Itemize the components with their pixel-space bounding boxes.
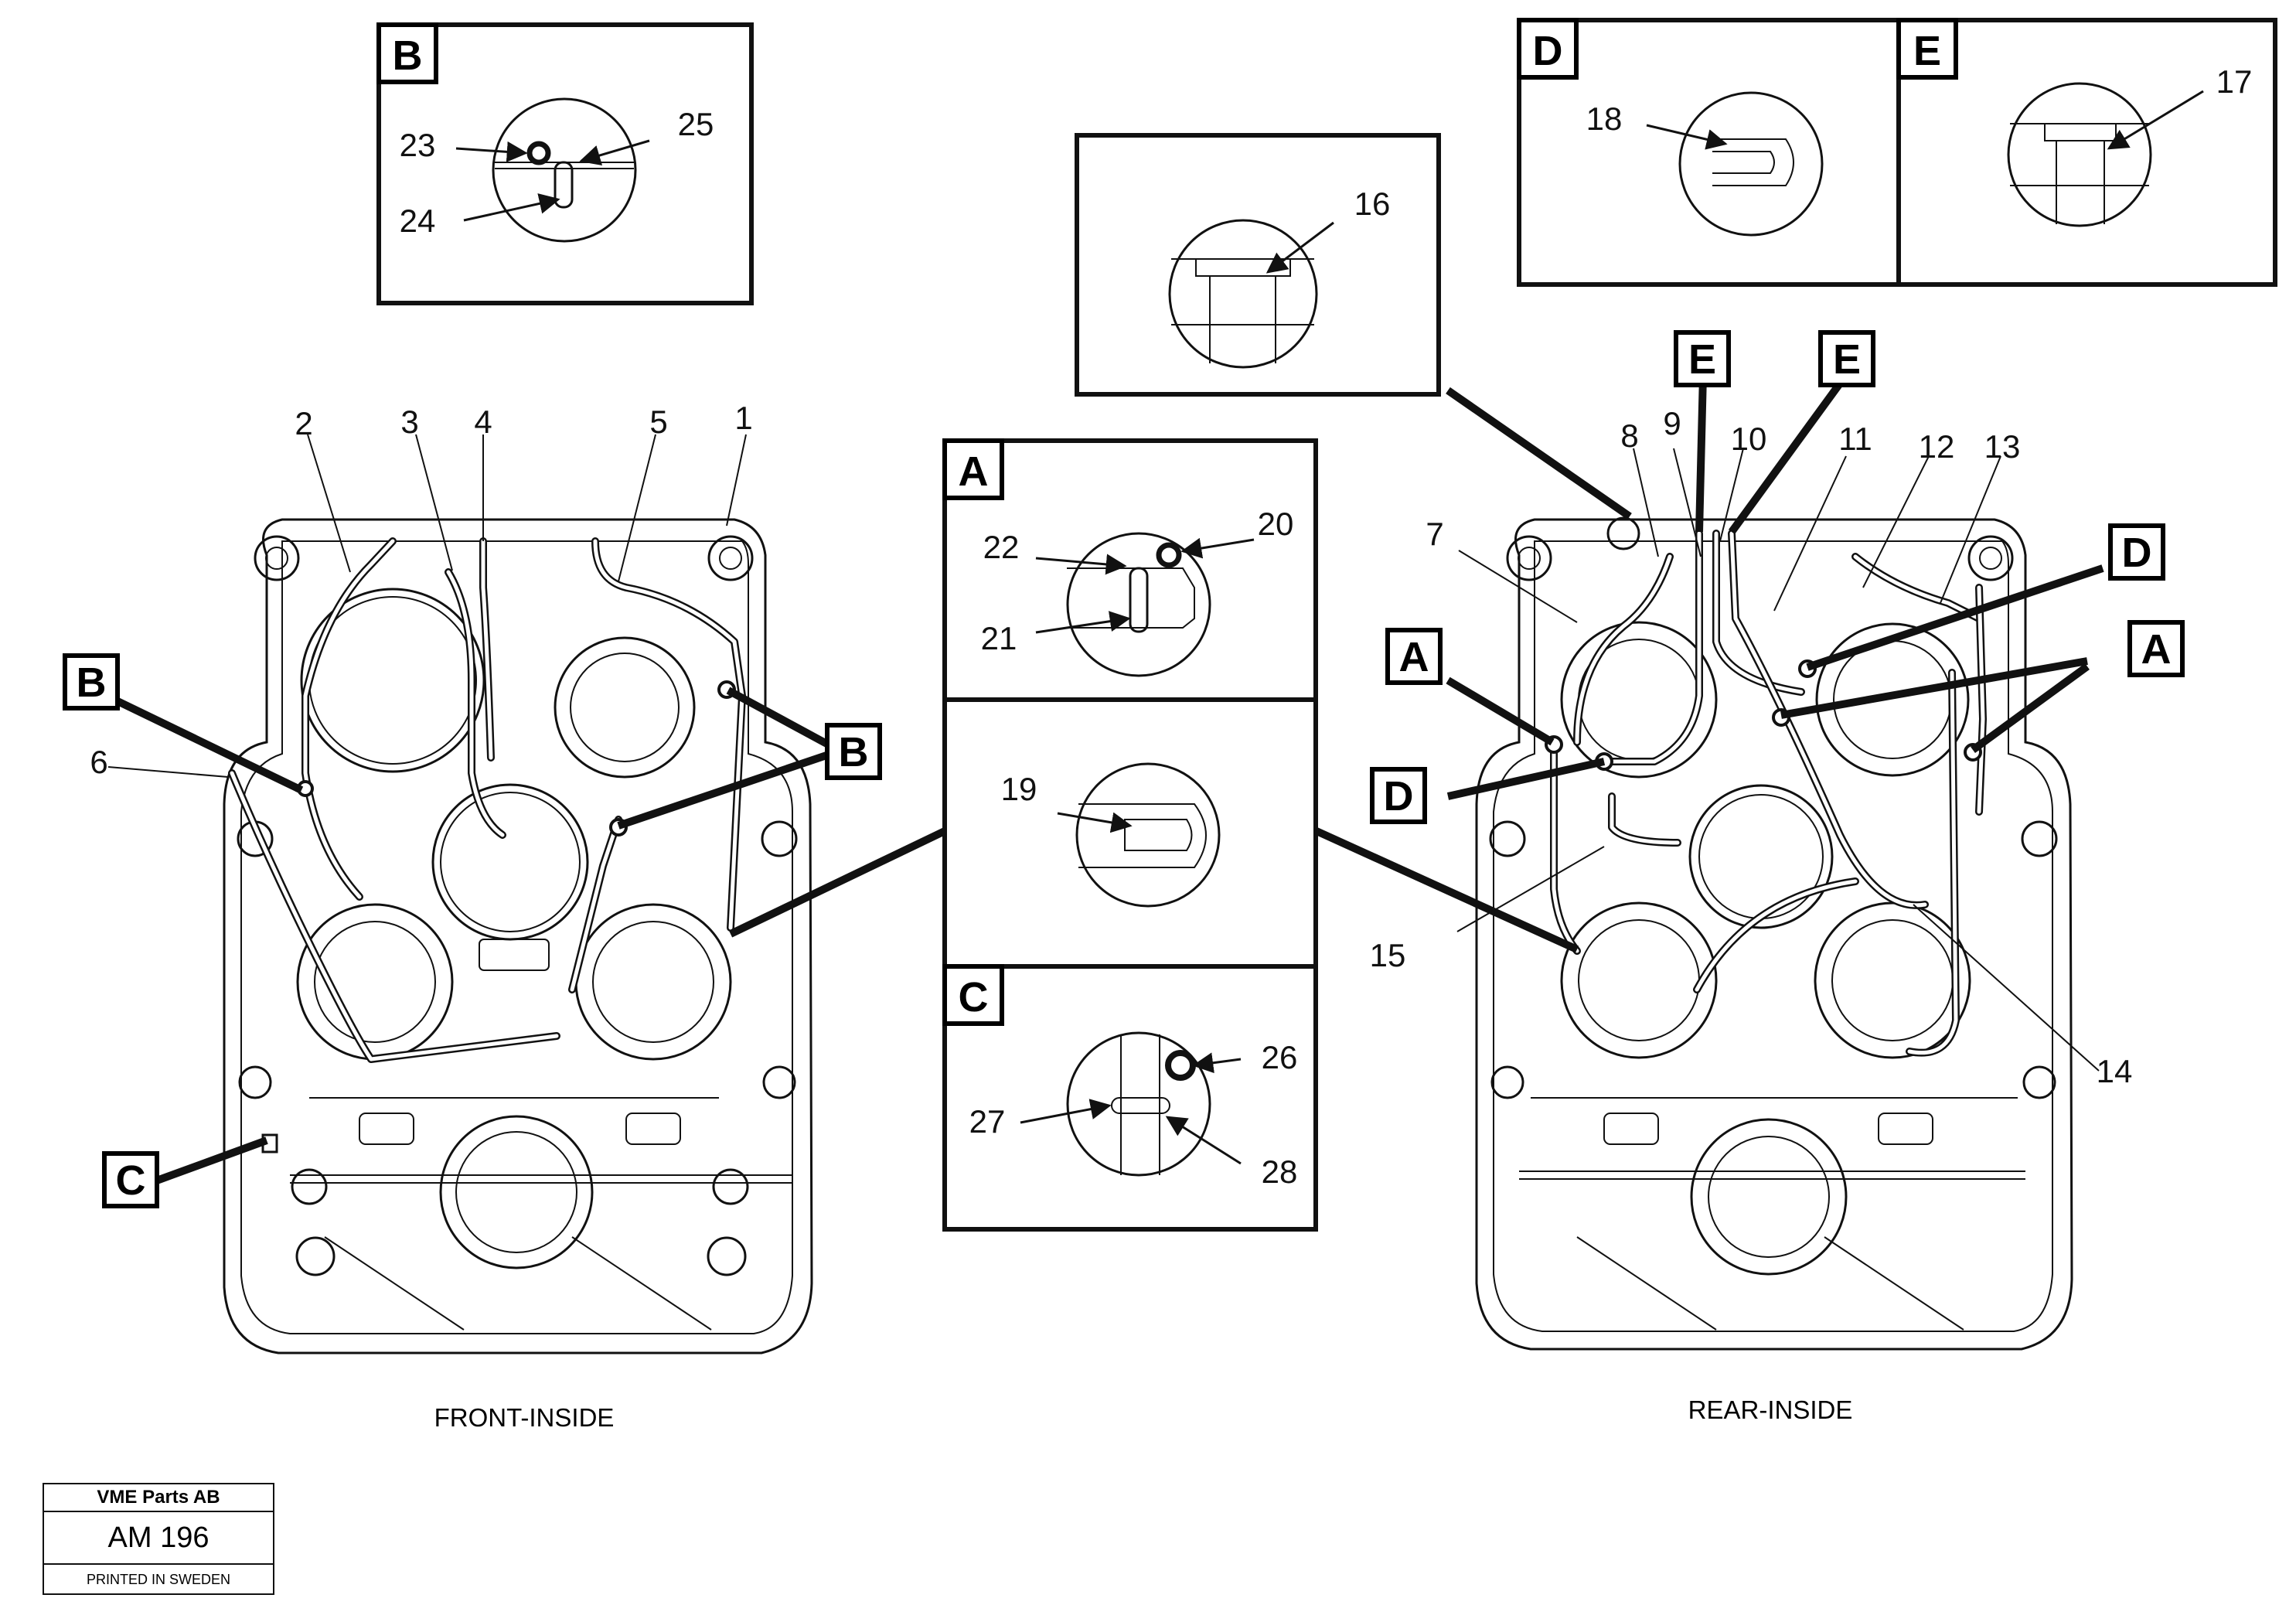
leader-lines [112,373,2104,1185]
detail-c-label: C [959,974,989,1021]
callout-11: 11 [1838,421,1872,457]
callout-2: 2 [295,405,312,441]
callout-28: 28 [1262,1153,1298,1190]
callout-4: 4 [474,404,492,440]
printed-note: PRINTED IN SWEDEN [86,1572,230,1587]
callout-20: 20 [1258,506,1294,542]
callout-8: 8 [1620,417,1638,454]
detail-b-box: B [376,22,754,305]
detail-16-box [1075,133,1441,397]
company-name: VME Parts AB [44,1484,273,1512]
detail-a-label: A [959,448,989,495]
callout-e-rear-right: E [1833,336,1861,383]
callout-13: 13 [1984,428,2021,465]
callout-9: 9 [1663,405,1681,441]
callout-b-front-right: B [839,729,869,775]
callout-22: 22 [983,529,1020,565]
drawing-code: AM 196 [44,1512,273,1565]
callout-leaders [107,434,2100,1072]
front-housing-drawing [223,518,813,1355]
callout-15: 15 [1370,937,1406,973]
callout-16: 16 [1354,186,1391,222]
callout-3: 3 [400,404,418,440]
detail-b-label: B [393,32,423,79]
title-block: VME Parts AB AM 196 PRINTED IN SWEDEN [43,1483,274,1595]
callout-19: 19 [1001,771,1037,807]
callout-a-rear-left: A [1399,634,1429,680]
callout-e-rear-left: E [1688,336,1716,383]
callout-a-rear-right: A [2141,626,2172,673]
callout-b-front-left: B [77,659,107,706]
callout-24: 24 [400,203,436,239]
callout-5: 5 [649,404,667,440]
detail-d-label: D [1533,28,1563,74]
detail-de-box: D E [1517,18,2277,287]
detail-abc-box: A C [942,438,1318,1232]
callout-c-front: C [116,1157,146,1204]
letter-callouts: B B C E E D A A D [63,330,2185,1208]
callout-25: 25 [678,106,714,142]
callout-17: 17 [2216,63,2253,100]
callout-10: 10 [1731,421,1767,457]
callout-7: 7 [1426,516,1443,552]
callout-d-rear-top: D [2122,530,2152,576]
callout-d-rear-left: D [1384,773,1414,820]
detail-e-label: E [1913,28,1941,74]
rear-inside-caption: REAR-INSIDE [1688,1395,1853,1424]
callout-27: 27 [969,1103,1006,1140]
callout-18: 18 [1586,101,1623,137]
callout-26: 26 [1262,1039,1298,1075]
callout-23: 23 [400,127,436,163]
callout-21: 21 [981,620,1017,656]
callout-6: 6 [90,744,107,780]
callout-1: 1 [734,400,752,436]
rear-housing-drawing [1475,516,2073,1351]
front-inside-caption: FRONT-INSIDE [434,1403,615,1432]
callout-12: 12 [1919,428,1955,465]
number-callouts: 1 2 3 4 5 6 7 8 9 10 11 12 13 14 15 16 1… [90,63,2252,1190]
callout-14: 14 [2097,1053,2133,1089]
